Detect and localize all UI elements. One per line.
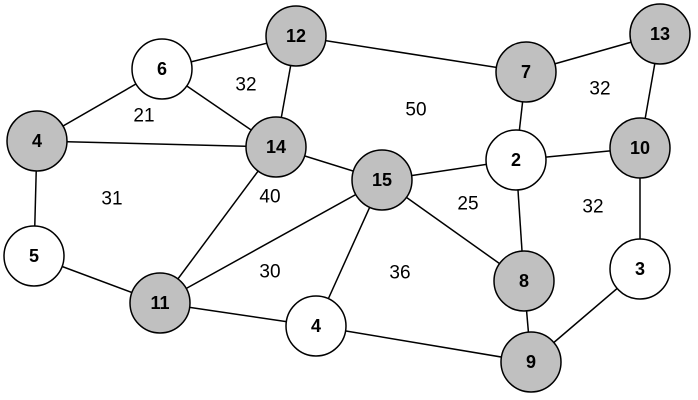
node-n6: 6 bbox=[131, 38, 193, 100]
node-circle bbox=[3, 225, 65, 287]
node-n7: 7 bbox=[495, 41, 557, 103]
weight-label-w32a: 32 bbox=[235, 75, 256, 96]
node-n5: 5 bbox=[3, 225, 65, 287]
nodes-layer: 6 12 7 13 4 14 15 2 10 5 3 8 11 4 9 bbox=[3, 3, 691, 393]
weight-label-w32c: 32 bbox=[582, 197, 603, 218]
node-circle bbox=[629, 3, 691, 65]
node-label: 12 bbox=[286, 26, 306, 46]
edge-n4a-n14 bbox=[36, 140, 277, 148]
weight-label-w21: 21 bbox=[133, 106, 154, 127]
weight-label-w50: 50 bbox=[405, 100, 426, 121]
node-n4a: 4 bbox=[6, 110, 68, 172]
node-label: 2 bbox=[511, 150, 521, 170]
node-circle bbox=[485, 129, 547, 191]
node-circle bbox=[609, 117, 671, 179]
node-label: 7 bbox=[521, 62, 531, 82]
node-n15: 15 bbox=[351, 149, 413, 211]
edge-n15-n11 bbox=[159, 179, 383, 304]
node-label: 8 bbox=[519, 271, 529, 291]
node-label: 13 bbox=[650, 24, 670, 44]
weight-label-w40: 40 bbox=[259, 187, 280, 208]
node-circle bbox=[285, 295, 347, 357]
node-circle bbox=[495, 41, 557, 103]
edge-n4b-n9 bbox=[315, 325, 532, 363]
node-n9: 9 bbox=[500, 331, 562, 393]
node-label: 6 bbox=[157, 59, 167, 79]
node-n2: 2 bbox=[485, 129, 547, 191]
node-label: 15 bbox=[372, 170, 392, 190]
edge-n12-n7 bbox=[295, 35, 527, 73]
node-label: 5 bbox=[29, 246, 39, 266]
weight-label-w31: 31 bbox=[101, 189, 122, 210]
node-circle bbox=[609, 238, 671, 300]
node-label: 4 bbox=[311, 316, 321, 336]
edge-n14-n11 bbox=[159, 146, 277, 304]
edges-layer bbox=[33, 33, 661, 363]
node-circle bbox=[6, 110, 68, 172]
node-circle bbox=[493, 250, 555, 312]
node-circle bbox=[129, 272, 191, 334]
node-n11: 11 bbox=[129, 272, 191, 334]
weight-label-w25: 25 bbox=[457, 194, 478, 215]
weights-layer: 21 32 50 32 31 40 25 32 30 36 bbox=[101, 75, 610, 284]
node-n12: 12 bbox=[265, 5, 327, 67]
node-label: 9 bbox=[526, 352, 536, 372]
node-label: 11 bbox=[150, 293, 169, 313]
node-n8: 8 bbox=[493, 250, 555, 312]
node-n14: 14 bbox=[245, 116, 307, 178]
node-n13: 13 bbox=[629, 3, 691, 65]
node-n3: 3 bbox=[609, 238, 671, 300]
node-circle bbox=[351, 149, 413, 211]
node-label: 14 bbox=[266, 137, 286, 157]
node-n4b: 4 bbox=[285, 295, 347, 357]
node-label: 4 bbox=[32, 131, 42, 151]
node-label: 3 bbox=[635, 259, 645, 279]
weight-label-w36: 36 bbox=[389, 263, 410, 284]
node-label: 10 bbox=[630, 138, 650, 158]
node-circle bbox=[245, 116, 307, 178]
node-circle bbox=[500, 331, 562, 393]
weight-label-w30: 30 bbox=[259, 262, 280, 283]
node-n10: 10 bbox=[609, 117, 671, 179]
weight-label-w32b: 32 bbox=[589, 79, 610, 100]
node-circle bbox=[131, 38, 193, 100]
node-circle bbox=[265, 5, 327, 67]
